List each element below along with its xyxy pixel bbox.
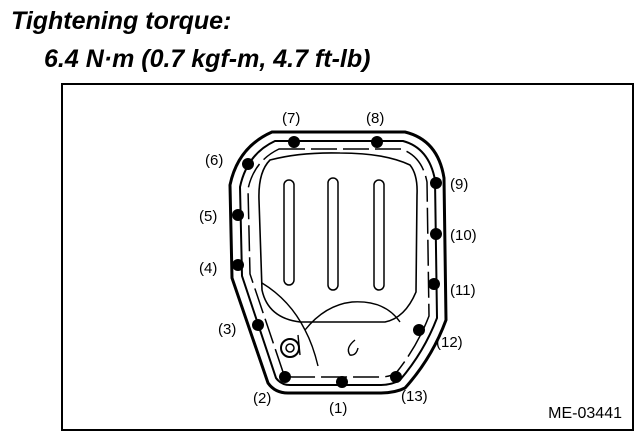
bolt-label-1: (1) xyxy=(329,400,347,417)
bolt-4 xyxy=(232,259,244,271)
pan-gasket-inner xyxy=(247,148,430,378)
bolt-label-11: (11) xyxy=(450,282,476,299)
figure-id: ME-03441 xyxy=(548,405,622,422)
pan-rib-right xyxy=(373,179,385,291)
drain-plug-head xyxy=(285,343,295,353)
torque-title: Tightening torque: xyxy=(11,7,232,35)
bolt-label-3: (3) xyxy=(218,321,236,338)
bolt-markers xyxy=(232,136,442,388)
pan-flange-outer xyxy=(228,130,448,395)
drain-plug xyxy=(280,338,300,358)
pan-rib-left xyxy=(283,179,295,286)
bolt-label-10: (10) xyxy=(450,227,477,244)
bolt-label-4: (4) xyxy=(199,260,217,277)
bolt-13 xyxy=(390,371,402,383)
torque-value: 6.4 N·m (0.7 kgf-m, 4.7 ft-lb) xyxy=(44,45,371,73)
bolt-label-12: (12) xyxy=(436,334,463,351)
level-mark xyxy=(347,339,359,356)
bolt-1 xyxy=(336,376,348,388)
bolt-label-5: (5) xyxy=(199,208,217,225)
bolt-label-13: (13) xyxy=(401,388,428,405)
bolt-labels: (1) (2) (3) (4) (5) (6) (7) (8) (9) (10)… xyxy=(199,110,477,417)
pan-rib-center xyxy=(327,177,339,291)
bolt-label-2: (2) xyxy=(253,390,271,407)
bolt-5 xyxy=(232,209,244,221)
bolt-10 xyxy=(430,228,442,240)
bolt-7 xyxy=(288,136,300,148)
bolt-11 xyxy=(428,278,440,290)
pan-gasket-line xyxy=(238,140,439,386)
bolt-9 xyxy=(430,177,442,189)
bolt-8 xyxy=(371,136,383,148)
instruction-heading: Tightening torque: 6.4 N·m (0.7 kgf-m, 4… xyxy=(0,0,640,80)
bolt-label-8: (8) xyxy=(366,110,384,127)
bolt-label-7: (7) xyxy=(282,110,300,127)
pan-well xyxy=(258,152,418,323)
bolt-label-6: (6) xyxy=(205,152,223,169)
bolt-3 xyxy=(252,319,264,331)
bolt-label-9: (9) xyxy=(450,176,468,193)
bolt-6 xyxy=(242,158,254,170)
bolt-12 xyxy=(413,324,425,336)
bolt-2 xyxy=(279,371,291,383)
